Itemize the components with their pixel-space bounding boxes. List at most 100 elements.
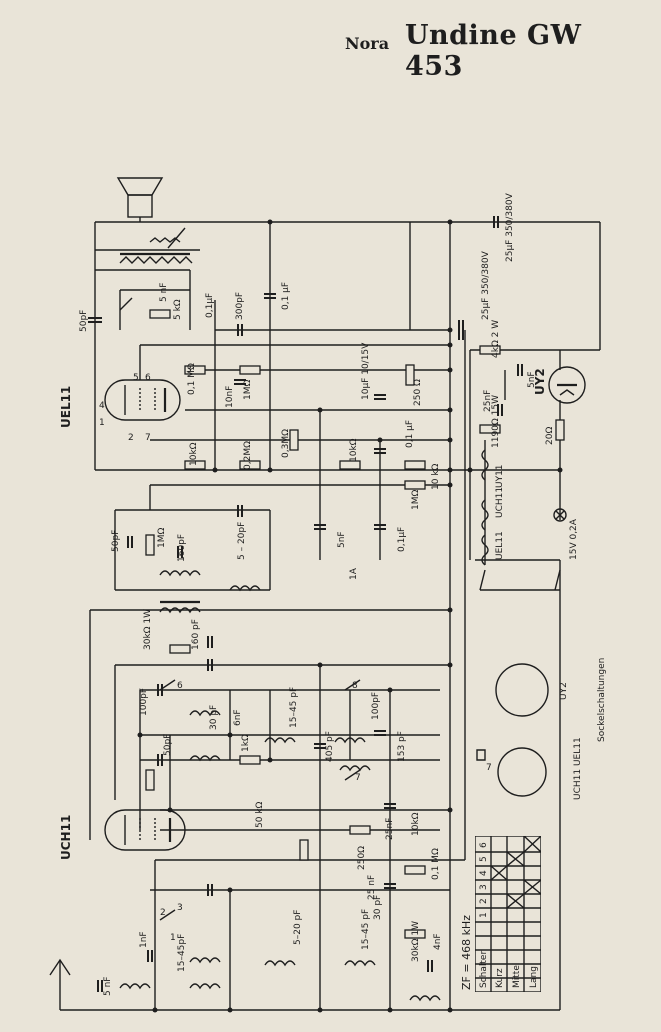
svg-text:4: 4 xyxy=(479,870,489,876)
svg-text:10 kΩ: 10 kΩ xyxy=(431,463,441,490)
svg-text:1MΩ: 1MΩ xyxy=(243,380,253,400)
wave-switches xyxy=(119,297,561,921)
svg-text:405 pF: 405 pF xyxy=(325,731,335,762)
svg-text:UY2: UY2 xyxy=(559,682,569,700)
svg-text:160 pF: 160 pF xyxy=(191,619,201,650)
coils xyxy=(119,570,441,1002)
svg-text:6nF: 6nF xyxy=(233,709,243,726)
svg-text:153 pF: 153 pF xyxy=(397,731,407,762)
svg-text:5nF: 5nF xyxy=(337,531,347,548)
svg-text:1: 1 xyxy=(479,912,489,918)
svg-text:3: 3 xyxy=(177,903,183,913)
svg-text:4: 4 xyxy=(99,401,105,411)
svg-text:10kΩ: 10kΩ xyxy=(349,438,359,462)
svg-text:UCH11 UEL11: UCH11 UEL11 xyxy=(573,737,583,800)
component-labels: 50pF 5 nF 5 kΩ 0,1μF 300pF 0,1 μF 25μF 3… xyxy=(79,192,579,996)
svg-text:0,3MΩ: 0,3MΩ xyxy=(281,429,291,458)
svg-text:0,1μF: 0,1μF xyxy=(397,527,407,552)
svg-text:25μF 350/380V: 25μF 350/380V xyxy=(505,192,515,262)
svg-text:3: 3 xyxy=(186,365,192,375)
speaker-icon xyxy=(116,177,164,222)
svg-text:5 – 20pF: 5 – 20pF xyxy=(237,522,247,560)
svg-text:50 kΩ: 50 kΩ xyxy=(255,801,265,828)
svg-text:Lang: Lang xyxy=(529,966,539,988)
output-transformer xyxy=(119,227,193,264)
svg-text:100pF: 100pF xyxy=(139,688,149,716)
svg-text:0,1 MΩ: 0,1 MΩ xyxy=(187,363,197,395)
svg-text:50pF: 50pF xyxy=(163,734,173,756)
svg-text:7: 7 xyxy=(145,433,151,443)
svg-text:UCH11: UCH11 xyxy=(495,487,505,518)
svg-text:5: 5 xyxy=(133,373,139,383)
svg-text:30kΩ 1W: 30kΩ 1W xyxy=(411,921,421,962)
svg-text:Mittel: Mittel xyxy=(512,963,522,988)
svg-text:6: 6 xyxy=(177,681,183,691)
uy2-label: UY2 xyxy=(533,368,547,395)
svg-text:1MΩ: 1MΩ xyxy=(157,528,167,548)
resistors xyxy=(145,309,565,939)
svg-text:2: 2 xyxy=(479,898,489,904)
svg-text:25μF 350/380V: 25μF 350/380V xyxy=(481,250,491,320)
svg-text:1MΩ: 1MΩ xyxy=(411,490,421,510)
heater-chain xyxy=(481,440,489,566)
svg-text:0,2MΩ: 0,2MΩ xyxy=(243,441,253,470)
svg-text:0,1 μF: 0,1 μF xyxy=(281,282,291,310)
svg-text:5 kΩ: 5 kΩ xyxy=(173,299,183,320)
svg-text:0,1 μF: 0,1 μF xyxy=(405,420,415,448)
svg-text:25nF: 25nF xyxy=(385,818,395,840)
uel11-label: UEL11 xyxy=(59,386,73,428)
svg-text:1190Ω 15W: 1190Ω 15W xyxy=(491,395,501,448)
svg-text:Kurz: Kurz xyxy=(495,968,505,988)
junction-dots xyxy=(137,219,563,1013)
switch-table: Schalter Kurz Mittel Lang 1 2 3 4 5 6 xyxy=(474,835,542,993)
svg-text:4nF: 4nF xyxy=(433,933,443,950)
svg-text:1kΩ: 1kΩ xyxy=(241,734,251,752)
svg-text:1: 1 xyxy=(99,418,105,428)
svg-text:25 nF: 25 nF xyxy=(367,875,377,900)
svg-text:50pF: 50pF xyxy=(79,310,89,332)
socket-diagrams: 7 Sockelschaltungen UCH11 UEL11 UY2 xyxy=(476,658,607,800)
svg-text:100pF: 100pF xyxy=(371,692,381,720)
tube-pin-numbers: 4 1 5 6 2 7 3 xyxy=(99,365,192,443)
capacitors xyxy=(88,216,523,992)
svg-text:7: 7 xyxy=(486,763,492,773)
svg-text:UEL11: UEL11 xyxy=(495,531,505,560)
svg-text:10nF: 10nF xyxy=(225,386,235,408)
svg-text:250Ω: 250Ω xyxy=(357,846,367,870)
svg-text:1A: 1A xyxy=(349,567,359,580)
model-name: Undine GW 453 xyxy=(405,20,582,82)
svg-text:Sockelschaltungen: Sockelschaltungen xyxy=(597,658,607,742)
tube-uch11 xyxy=(104,809,186,851)
svg-text:3: 3 xyxy=(479,884,489,890)
svg-text:15–45 pF: 15–45 pF xyxy=(361,909,371,950)
svg-text:160pF: 160pF xyxy=(177,534,187,562)
svg-text:1: 1 xyxy=(170,933,176,943)
antenna-icon xyxy=(49,958,71,1010)
svg-text:8: 8 xyxy=(352,681,358,691)
svg-text:5 nF: 5 nF xyxy=(159,283,169,302)
svg-text:2: 2 xyxy=(128,433,134,443)
svg-text:25nF: 25nF xyxy=(483,390,493,412)
tube-uel11 xyxy=(104,379,181,421)
svg-text:10kΩ: 10kΩ xyxy=(189,442,199,466)
svg-text:10μF 10/15V: 10μF 10/15V xyxy=(361,342,371,400)
uch11-label: UCH11 xyxy=(59,815,73,860)
svg-text:Schalter: Schalter xyxy=(479,951,489,988)
svg-text:5 nF: 5 nF xyxy=(103,977,113,996)
svg-text:0,1 MΩ: 0,1 MΩ xyxy=(431,848,441,880)
svg-text:4kΩ 2 W: 4kΩ 2 W xyxy=(491,320,501,358)
svg-text:15–45pF: 15–45pF xyxy=(177,934,187,972)
svg-text:0,1μF: 0,1μF xyxy=(205,293,215,318)
svg-text:1nF: 1nF xyxy=(139,931,149,948)
svg-text:6: 6 xyxy=(479,842,489,848)
brand-name: Nora xyxy=(345,34,390,53)
tube-uy2 xyxy=(548,366,586,404)
svg-text:5: 5 xyxy=(479,856,489,862)
svg-text:5nF: 5nF xyxy=(527,371,537,388)
if-frequency: ZF = 468 kHz xyxy=(460,915,473,990)
svg-text:250 Ω: 250 Ω xyxy=(413,379,423,406)
svg-text:7: 7 xyxy=(355,773,361,783)
svg-text:6: 6 xyxy=(145,373,151,383)
svg-text:30 pF: 30 pF xyxy=(209,705,219,730)
